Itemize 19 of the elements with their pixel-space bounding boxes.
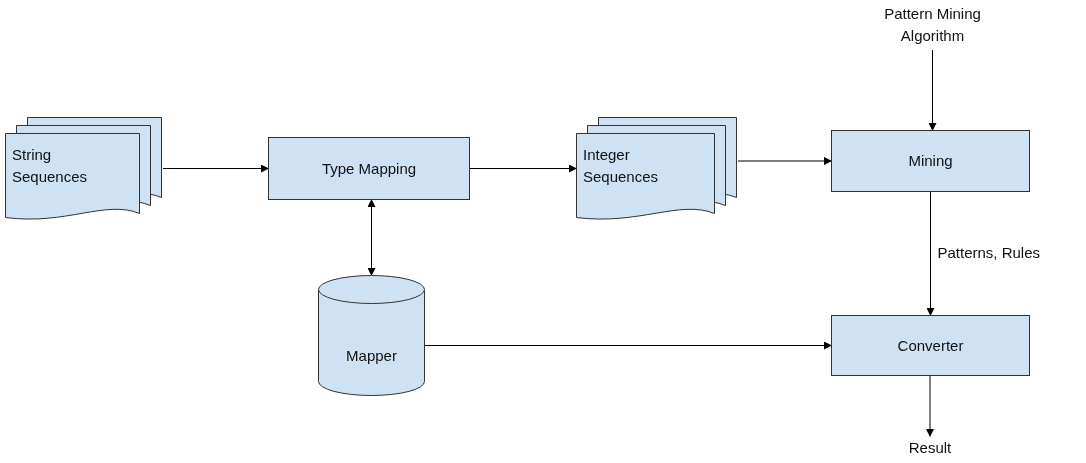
process-box (831, 130, 1030, 192)
process-box (831, 315, 1030, 376)
arrow (367, 199, 376, 276)
node-label: Converter (897, 335, 964, 356)
arrow (926, 191, 935, 316)
node-label: Mining (908, 151, 953, 171)
arrow (926, 375, 934, 437)
arrow (162, 164, 269, 173)
node-label: Integer Sequences (583, 145, 660, 187)
node-label: String Sequences (12, 145, 89, 187)
arrow (928, 49, 937, 131)
node-label: Result (908, 438, 952, 458)
arrow (469, 164, 577, 173)
process-box (268, 137, 470, 200)
arrow (424, 341, 832, 350)
node-label: Mapper (346, 345, 397, 366)
node-label: Type Mapping (321, 158, 417, 179)
arrow (737, 157, 832, 165)
node-label: Pattern Mining Algorithm (883, 4, 982, 46)
